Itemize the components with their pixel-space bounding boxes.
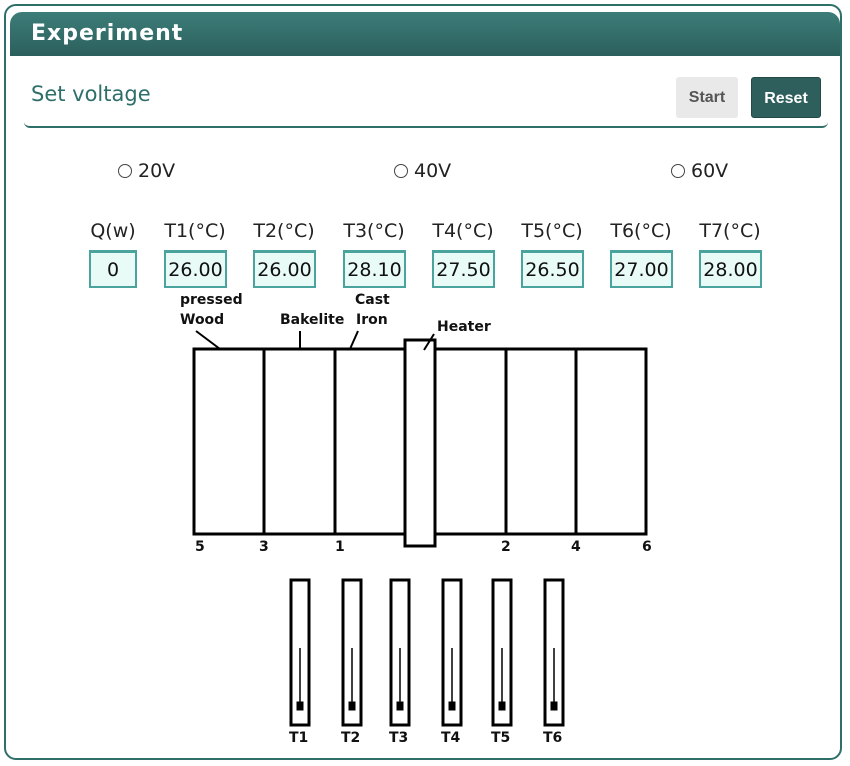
start-button[interactable]: Start [676,77,738,118]
thermometer-label: T6 [543,730,562,746]
thermometer-t3-icon [389,578,411,727]
position-number: 2 [501,539,511,555]
radio-circle-icon[interactable] [671,164,685,178]
label-pressed: pressed [180,292,243,308]
value-t2: 26.00 [253,250,316,288]
value-t3: 28.10 [343,250,406,288]
heater-block [403,338,437,548]
position-number: 1 [335,539,345,555]
value-q: 0 [89,250,137,288]
label-t1: T1(°C) [164,220,226,242]
radio-circle-icon[interactable] [394,164,408,178]
value-t1: 26.00 [164,250,227,288]
experiment-panel [4,4,842,760]
thermometer-t5-icon [491,578,513,727]
thermometer-t4-icon [441,578,463,727]
label-t2: T2(°C) [253,220,315,242]
label-t6: T6(°C) [610,220,672,242]
label-cast: Cast [355,292,390,308]
label-t7: T7(°C) [699,220,761,242]
voltage-option-label: 20V [138,160,176,182]
label-t5: T5(°C) [521,220,583,242]
thermometer-label: T3 [389,730,408,746]
wood-pointer [195,330,221,350]
radio-circle-icon[interactable] [118,164,132,178]
label-iron: Iron [356,312,388,328]
voltage-option-60v[interactable]: 60V [671,160,728,182]
value-t6: 27.00 [610,250,673,288]
cast-iron-pointer [349,330,359,350]
value-t4: 27.50 [432,250,495,288]
thermometer-t6-icon [543,578,565,727]
voltage-option-label: 40V [414,160,452,182]
subtitle-divider [24,122,828,128]
position-number: 4 [571,539,581,555]
position-number: 5 [195,539,205,555]
voltage-option-20v[interactable]: 20V [118,160,175,182]
thermometer-t2-icon [341,578,363,727]
reset-button[interactable]: Reset [751,77,821,118]
value-t7: 28.00 [699,250,762,288]
left-slab-block [192,347,407,536]
thermometer-label: T1 [289,730,308,746]
voltage-option-label: 60V [691,160,729,182]
thermometer-t1-icon [289,578,311,727]
heater-pointer [423,333,435,351]
voltage-option-40v[interactable]: 40V [394,160,451,182]
right-slab-block [433,347,648,536]
label-q: Q(w) [90,220,136,242]
set-voltage-label: Set voltage [31,82,151,106]
position-number: 6 [642,539,652,555]
thermometer-label: T5 [491,730,510,746]
thermometer-label: T4 [441,730,461,746]
label-wood: Wood [180,312,224,328]
label-heater: Heater [437,319,491,335]
value-t5: 26.50 [521,250,584,288]
label-bakelite: Bakelite [280,312,344,328]
thermometer-label: T2 [341,730,360,746]
panel-title: Experiment [10,12,840,56]
label-t4: T4(°C) [432,220,494,242]
label-t3: T3(°C) [343,220,405,242]
position-number: 3 [259,539,269,555]
